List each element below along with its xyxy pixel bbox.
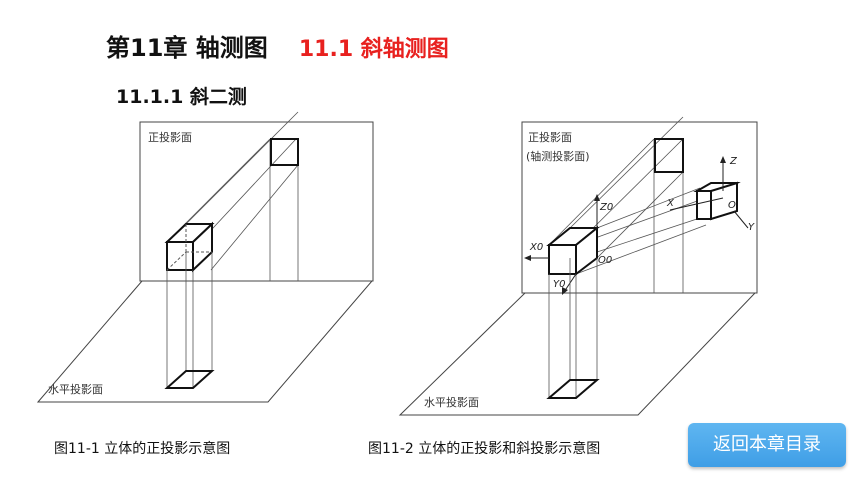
axis-label-x0: X0 xyxy=(529,242,543,253)
horizontal-projection-plane-2 xyxy=(398,292,757,416)
cube-1 xyxy=(164,221,215,273)
cube-small xyxy=(693,181,741,221)
axis-label-z: Z xyxy=(729,156,738,167)
figure-2-caption: 图11-2 立体的正投影和斜投影示意图 xyxy=(368,441,601,457)
section-title: 11.1 斜轴测图 xyxy=(298,37,449,62)
axis-label-y: Y xyxy=(748,222,755,233)
fig2-horizontal-plane-label: 水平投影面 xyxy=(424,395,479,409)
figure-1-caption: 图11-1 立体的正投影示意图 xyxy=(54,441,231,457)
front-projection-square xyxy=(270,138,299,166)
axis-label-y0: Y0 xyxy=(553,279,565,290)
title-line: 第11章 轴测图 11.1 斜轴测图 xyxy=(106,28,449,68)
cube-2 xyxy=(546,225,600,277)
horizontal-projection-plane xyxy=(36,280,374,403)
back-to-chapter-button[interactable]: 返回本章目录 xyxy=(688,423,846,467)
fig1-horizontal-plane-label: 水平投影面 xyxy=(48,382,103,396)
horizontal-projection-shape xyxy=(164,370,215,389)
chapter-title: 第11章 轴测图 xyxy=(106,34,268,62)
axis-label-o0: O0 xyxy=(598,255,612,266)
fig2-front-plane-label-1: 正投影面 xyxy=(528,130,572,144)
axis-label-o: O xyxy=(728,200,736,211)
axis-label-x: X xyxy=(666,198,675,209)
fig2-front-plane-label-2: (轴测投影面) xyxy=(526,149,590,163)
fig1-front-plane-label: 正投影面 xyxy=(148,130,192,144)
figure-2-diagram: 正投影面 (轴测投影面) 水平投影面 Z0 X0 O0 Y0 Z X O Y xyxy=(398,116,758,416)
figure-1-diagram: 正投影面 水平投影面 xyxy=(36,111,374,403)
subsection-title: 11.1.1 斜二测 xyxy=(116,86,247,108)
axis-label-z0: Z0 xyxy=(599,202,613,213)
